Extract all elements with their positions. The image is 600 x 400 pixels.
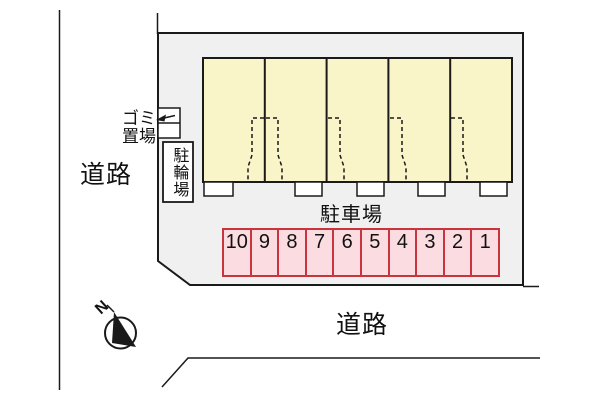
compass-icon bbox=[104, 304, 137, 350]
parking-space-number: 3 bbox=[424, 231, 436, 253]
parking-space: 10 bbox=[224, 230, 252, 275]
stair-dashed-outline bbox=[266, 117, 283, 181]
parking-space-number: 8 bbox=[286, 231, 298, 253]
garbage-area-label-line1: ゴミ bbox=[122, 109, 156, 128]
entrance-porch bbox=[356, 181, 385, 197]
road-left-label: 道路 bbox=[80, 161, 133, 189]
parking-space: 5 bbox=[361, 230, 390, 275]
stair-dashed-outline bbox=[247, 117, 264, 181]
garbage-area-label: ゴミ 置場 bbox=[112, 110, 156, 146]
parking-space: 3 bbox=[417, 230, 445, 275]
entrance-porch bbox=[294, 181, 323, 197]
garbage-area-label-line2: 置場 bbox=[122, 127, 156, 146]
parking-lot-label: 駐車場 bbox=[320, 204, 383, 226]
parking-lot: 10 9 8 7 6 5 4 3 2 1 bbox=[222, 228, 500, 277]
building bbox=[202, 57, 513, 183]
stair-dashed-outline bbox=[390, 117, 407, 181]
stair-dashed-outline bbox=[328, 117, 345, 181]
parking-space-number: 10 bbox=[225, 231, 248, 253]
parking-space-number: 7 bbox=[314, 231, 326, 253]
parking-space: 2 bbox=[444, 230, 473, 275]
parking-space: 4 bbox=[389, 230, 418, 275]
parking-space-number: 4 bbox=[396, 231, 408, 253]
bicycle-parking-box bbox=[162, 141, 194, 203]
stair-dashed-outline bbox=[451, 117, 468, 181]
parking-space-number: 5 bbox=[369, 231, 381, 253]
garbage-arrow-icon bbox=[156, 114, 176, 122]
road-bottom-edge bbox=[161, 357, 540, 388]
parking-space-number: 2 bbox=[451, 231, 464, 253]
entrance-porch bbox=[417, 181, 446, 197]
parking-space-number: 1 bbox=[479, 231, 491, 253]
entrance-porch bbox=[479, 181, 508, 197]
entrance-porch bbox=[203, 181, 234, 197]
parking-space-number: 9 bbox=[258, 231, 270, 253]
parking-space: 1 bbox=[472, 230, 498, 275]
parking-space: 6 bbox=[334, 230, 362, 275]
parking-space: 9 bbox=[251, 230, 280, 275]
bicycle-parking-label: 駐輪場 bbox=[170, 146, 188, 198]
road-bottom-label: 道路 bbox=[336, 311, 389, 339]
parking-space: 8 bbox=[279, 230, 307, 275]
parking-space-number: 6 bbox=[341, 231, 353, 253]
parking-space: 7 bbox=[306, 230, 335, 275]
